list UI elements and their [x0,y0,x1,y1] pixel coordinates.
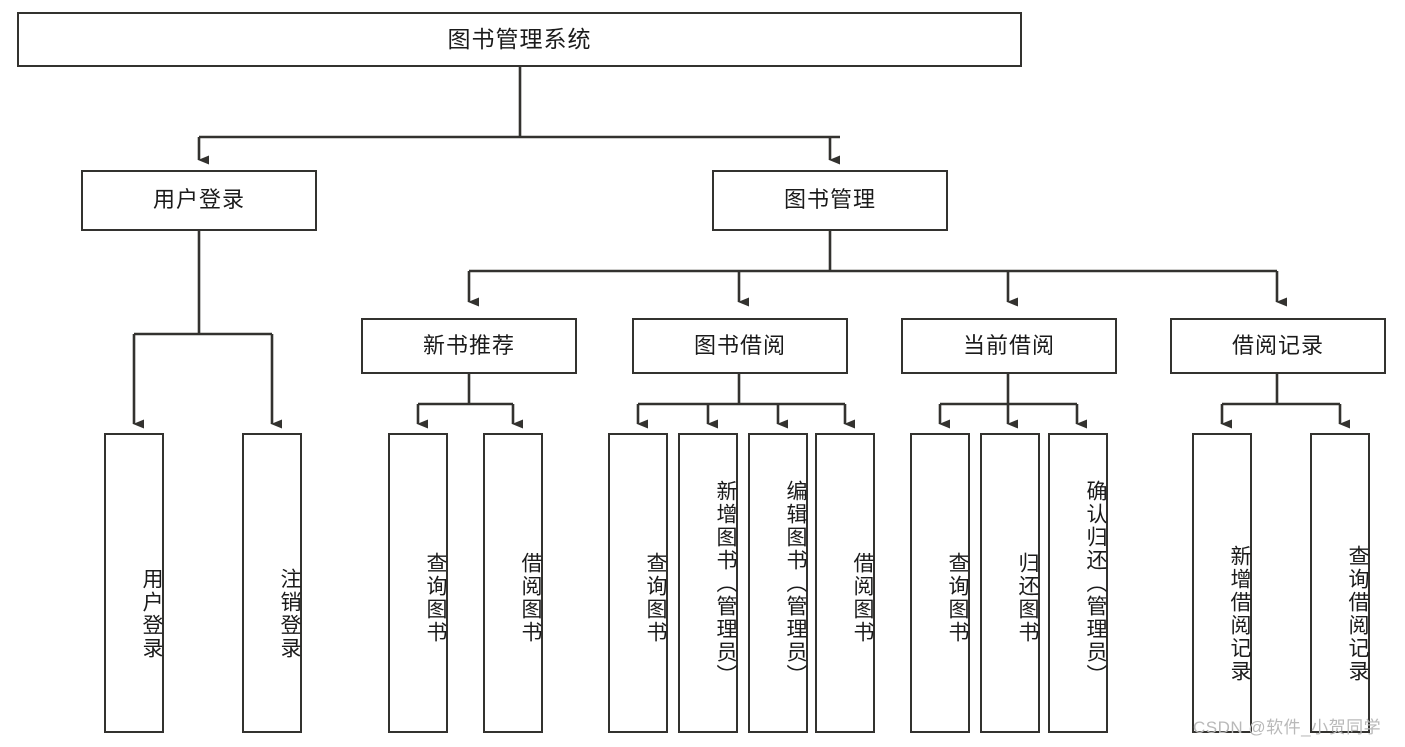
leaf-edit-book-admin[interactable]: 编辑图书（管理员） [748,433,808,733]
leaf-query-book-current[interactable]: 查询图书 [910,433,970,733]
node-new-book-recommend[interactable]: 新书推荐 [361,318,577,374]
node-label: 编辑图书（管理员） [784,479,807,687]
node-label: 新增图书（管理员） [714,479,737,687]
node-label: 查询图书 [946,552,969,644]
node-label: 图书管理 [783,187,876,213]
node-label: 查询图书 [644,552,667,644]
node-root-system[interactable]: 图书管理系统 [17,12,1022,67]
node-book-management[interactable]: 图书管理 [712,170,948,231]
node-label: 图书借阅 [693,332,786,358]
leaf-borrow-book-recommend[interactable]: 借阅图书 [483,433,543,733]
watermark-text: CSDN @软件_小贺同学 [1193,718,1382,737]
leaf-user-logout[interactable]: 注销登录 [242,433,302,733]
leaf-add-borrow-record[interactable]: 新增借阅记录 [1192,433,1252,733]
node-label: 新书推荐 [422,332,515,358]
node-label: 新增借阅记录 [1228,545,1251,683]
leaf-user-login[interactable]: 用户登录 [104,433,164,733]
node-label: 借阅图书 [851,552,874,644]
leaf-return-book[interactable]: 归还图书 [980,433,1040,733]
node-label: 归还图书 [1016,552,1039,644]
node-borrow-record[interactable]: 借阅记录 [1170,318,1386,374]
leaf-query-book-borrow[interactable]: 查询图书 [608,433,668,733]
leaf-query-book-recommend[interactable]: 查询图书 [388,433,448,733]
node-current-borrow[interactable]: 当前借阅 [901,318,1117,374]
node-label: 查询借阅记录 [1346,545,1369,683]
leaf-query-borrow-record[interactable]: 查询借阅记录 [1310,433,1370,733]
node-label: 确认归还（管理员） [1084,479,1107,687]
leaf-add-book-admin[interactable]: 新增图书（管理员） [678,433,738,733]
node-label: 注销登录 [278,568,301,660]
node-label: 用户登录 [140,568,163,660]
node-label: 查询图书 [424,552,447,644]
leaf-borrow-book[interactable]: 借阅图书 [815,433,875,733]
node-book-borrow[interactable]: 图书借阅 [632,318,848,374]
node-user-login[interactable]: 用户登录 [81,170,317,231]
node-label: 借阅图书 [519,552,542,644]
node-label: 借阅记录 [1231,332,1324,358]
node-label: 图书管理系统 [447,25,592,52]
node-label: 用户登录 [152,187,245,213]
node-label: 当前借阅 [962,332,1055,358]
leaf-confirm-return-admin[interactable]: 确认归还（管理员） [1048,433,1108,733]
